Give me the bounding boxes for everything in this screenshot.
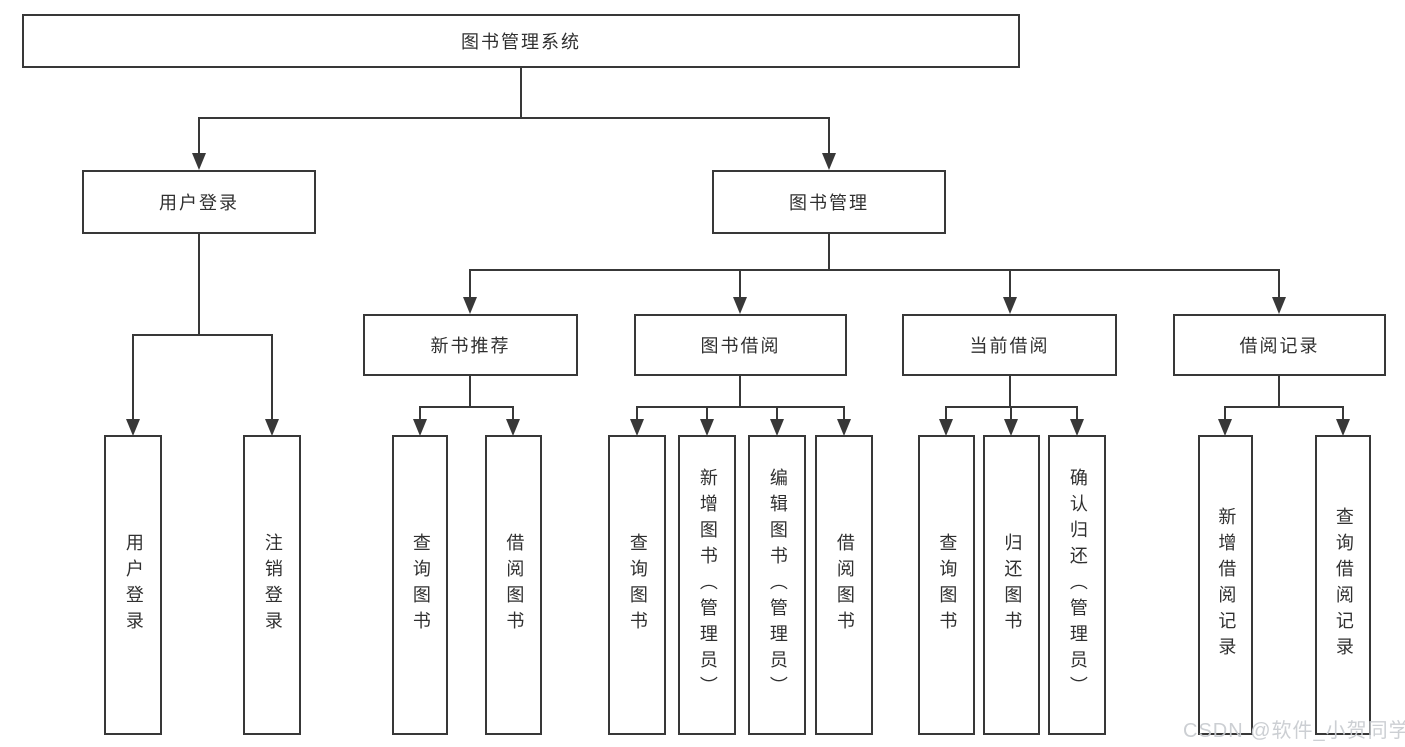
node-leaf-query-borrow-record-label: 查询借阅记录	[1333, 507, 1354, 663]
node-leaf-borrow-book-2-label: 借阅图书	[834, 533, 855, 637]
node-book-borrow-label: 图书借阅	[700, 336, 781, 356]
node-book-management-label: 图书管理	[789, 193, 869, 213]
node-leaf-user-login-label: 用户登录	[123, 533, 144, 637]
node-leaf-query-book-1: 查询图书	[392, 435, 448, 735]
node-leaf-borrow-book-1: 借阅图书	[485, 435, 542, 735]
node-leaf-return-book: 归还图书	[983, 435, 1040, 735]
node-leaf-query-borrow-record: 查询借阅记录	[1315, 435, 1371, 735]
node-user-login: 用户登录	[82, 170, 316, 234]
node-book-management: 图书管理	[712, 170, 946, 234]
node-new-book-recommend-label: 新书推荐	[430, 336, 511, 356]
watermark: CSDN @软件_小贺同学	[1183, 720, 1405, 742]
node-current-borrow-label: 当前借阅	[969, 336, 1050, 356]
node-leaf-logout: 注销登录	[243, 435, 301, 735]
node-leaf-edit-book-admin-label: 编辑图书（管理员）	[767, 468, 788, 702]
node-leaf-add-borrow-record-label: 新增借阅记录	[1216, 507, 1237, 663]
node-leaf-add-borrow-record: 新增借阅记录	[1198, 435, 1253, 735]
node-root-label: 图书管理系统	[461, 32, 581, 52]
node-leaf-borrow-book-1-label: 借阅图书	[504, 533, 525, 637]
node-leaf-borrow-book-2: 借阅图书	[815, 435, 873, 735]
node-leaf-logout-label: 注销登录	[262, 533, 283, 637]
node-leaf-query-book-2: 查询图书	[608, 435, 666, 735]
node-leaf-add-book-admin: 新增图书（管理员）	[678, 435, 736, 735]
node-borrow-record-label: 借阅记录	[1239, 336, 1320, 356]
node-user-login-label: 用户登录	[159, 193, 239, 213]
node-borrow-record: 借阅记录	[1173, 314, 1386, 376]
node-leaf-confirm-return-admin-label: 确认归还（管理员）	[1067, 468, 1088, 702]
node-leaf-confirm-return-admin: 确认归还（管理员）	[1048, 435, 1106, 735]
node-leaf-query-book-3-label: 查询图书	[937, 533, 958, 637]
node-leaf-edit-book-admin: 编辑图书（管理员）	[748, 435, 806, 735]
node-new-book-recommend: 新书推荐	[363, 314, 578, 376]
node-leaf-user-login: 用户登录	[104, 435, 162, 735]
node-root: 图书管理系统	[22, 14, 1020, 68]
node-leaf-return-book-label: 归还图书	[1002, 533, 1023, 637]
node-book-borrow: 图书借阅	[634, 314, 847, 376]
node-leaf-query-book-3: 查询图书	[918, 435, 975, 735]
node-current-borrow: 当前借阅	[902, 314, 1117, 376]
node-leaf-query-book-1-label: 查询图书	[410, 533, 431, 637]
node-leaf-add-book-admin-label: 新增图书（管理员）	[697, 468, 718, 702]
node-leaf-query-book-2-label: 查询图书	[627, 533, 648, 637]
